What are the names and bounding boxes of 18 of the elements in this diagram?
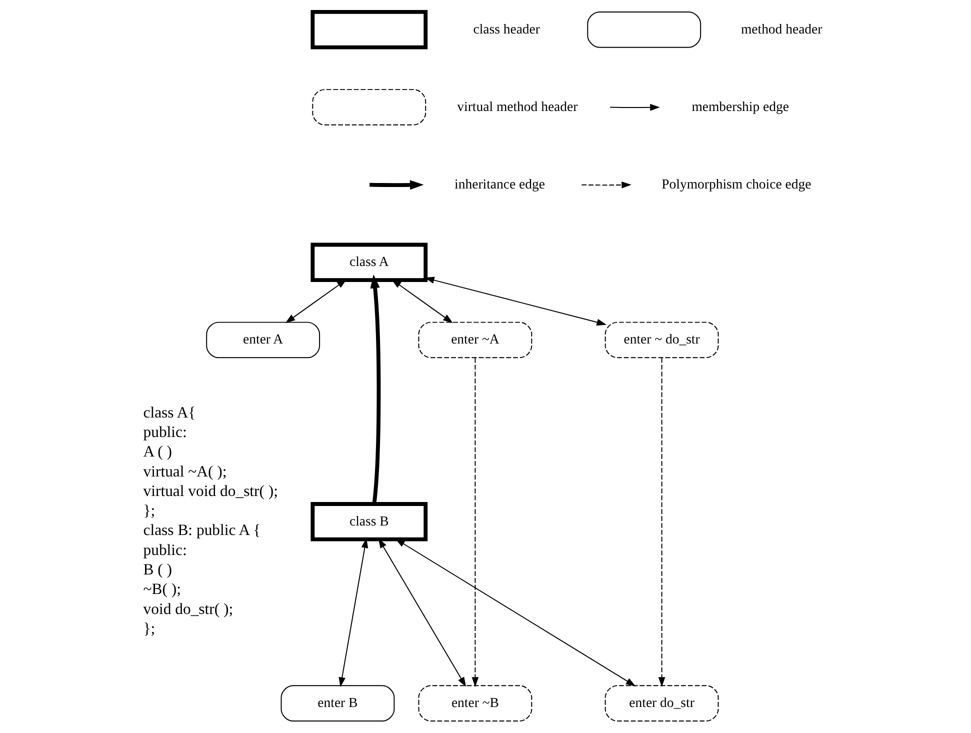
label: public: — [142, 424, 186, 442]
label: B ( ) — [142, 562, 172, 578]
legend-label: method header — [740, 21, 822, 36]
label: class B: public A { — [142, 522, 260, 540]
label: }; — [142, 620, 155, 638]
legend-label: virtual method header — [456, 98, 578, 114]
legend-label: inheritance edge — [454, 176, 544, 192]
label: A ( ) — [142, 444, 172, 461]
legend-label: class header — [472, 21, 540, 36]
label: ~B( ); — [142, 581, 180, 598]
label: class A{ — [142, 404, 196, 422]
label: public: — [142, 542, 186, 559]
legend-label: membership edge — [691, 98, 788, 114]
legend-label: Polymorphism choice edge — [661, 176, 811, 192]
label: virtual ~A( ); — [142, 463, 226, 480]
label: void do_str( ); — [142, 600, 233, 618]
label: virtual void do_str( ); — [142, 482, 278, 500]
label: }; — [142, 502, 155, 520]
